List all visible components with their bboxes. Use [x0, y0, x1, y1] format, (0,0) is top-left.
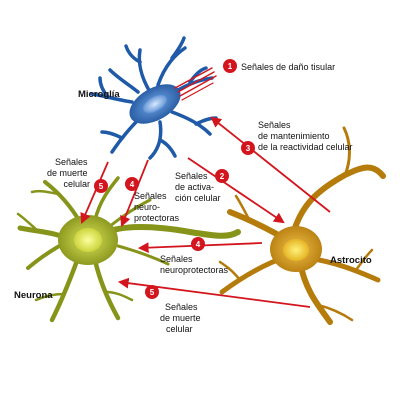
microglia-label: Microglía	[78, 89, 120, 100]
astrocito-label: Astrocito	[330, 255, 372, 266]
svg-text:4: 4	[130, 180, 135, 189]
signal-label-3: Señales de mantenimiento de la reactivid…	[258, 120, 353, 152]
signal-label-4-microglia: Señales neuro- protectoras	[134, 191, 180, 223]
svg-text:5: 5	[150, 288, 155, 297]
arrow-activation	[187, 157, 285, 224]
signal-badge-5-astrocyte: 5	[145, 285, 159, 299]
signal-badge-3: 3	[241, 141, 255, 155]
arrow-neuroprotective-microglia	[120, 159, 149, 228]
svg-text:3: 3	[246, 144, 251, 153]
svg-text:1: 1	[228, 62, 233, 71]
arrow-maintenance	[210, 116, 331, 213]
signal-label-1: Señales de daño tisular	[241, 62, 335, 72]
svg-text:5: 5	[99, 182, 104, 191]
neuron-cell	[16, 176, 241, 323]
svg-text:2: 2	[220, 172, 225, 181]
astrocyte-cell	[218, 126, 386, 325]
signal-label-4-astrocyte: Señales neuroprotectoras	[160, 254, 229, 275]
signal-badge-4-microglia: 4	[125, 177, 139, 191]
tissue-damage-mark	[174, 67, 217, 101]
svg-text:4: 4	[196, 240, 201, 249]
signal-label-5-microglia: Señales de muerte celular	[47, 157, 90, 189]
signal-label-5-astrocyte: Señales de muerte celular	[160, 302, 203, 334]
signal-badge-5-microglia: 5	[94, 179, 108, 193]
signal-badge-2: 2	[215, 169, 229, 183]
signal-badge-4-astrocyte: 4	[191, 237, 205, 251]
signal-badge-1: 1	[223, 59, 237, 73]
arrow-death-microglia	[80, 161, 109, 224]
neurona-label: Neurona	[14, 290, 53, 301]
microglia-cell	[90, 36, 218, 160]
signal-label-2: Señales de activa- ción celular	[175, 171, 221, 203]
